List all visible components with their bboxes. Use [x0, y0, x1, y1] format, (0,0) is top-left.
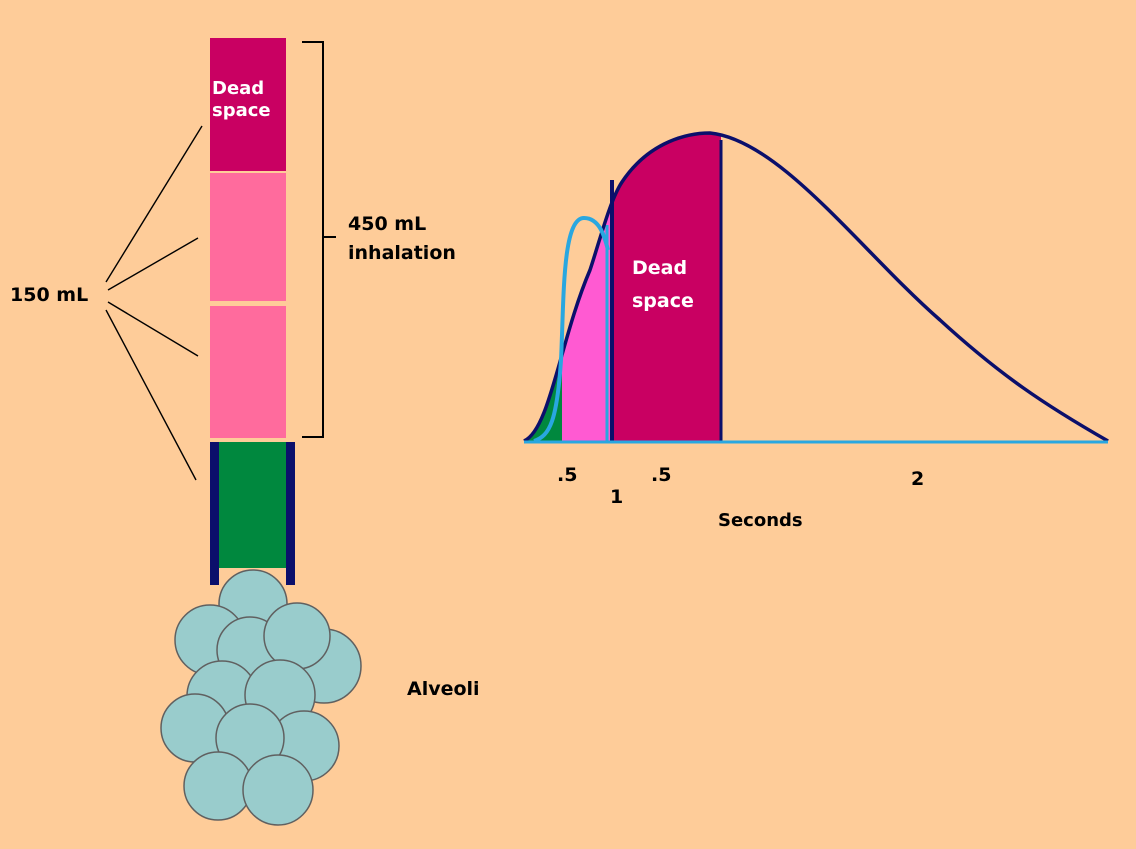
- alveolus: [263, 602, 331, 670]
- tube-wall-right: [286, 442, 295, 585]
- fresh-air-block: [216, 442, 288, 568]
- chart-dead-space-line1: Dead: [632, 257, 688, 279]
- inhalation-volume-line2: inhalation: [348, 242, 456, 264]
- alveoli-label: Alveoli: [407, 678, 480, 700]
- chart-dead-space-label: Dead space: [632, 252, 694, 318]
- inhalation-bracket: [302, 41, 336, 438]
- column-dead-space-line2: space: [212, 100, 271, 121]
- alveoli-cluster: [160, 569, 362, 826]
- column-dead-space-label: Dead space: [212, 78, 271, 122]
- dead-space-region: [612, 133, 721, 441]
- air-block-upper: [210, 173, 286, 301]
- alveolus: [183, 751, 253, 821]
- tick-label-half-1: .5: [557, 464, 578, 486]
- pointer-line-fresh-air: [105, 309, 197, 481]
- inhalation-volume-label: 450 mL inhalation: [348, 210, 456, 268]
- flow-curve: [523, 131, 1109, 443]
- volume-pointer-lines: [105, 125, 203, 481]
- axis-label-seconds: Seconds: [718, 510, 803, 531]
- tick-label-two: 2: [911, 468, 925, 490]
- column-dead-space-line1: Dead: [212, 78, 265, 99]
- chart-dead-space-line2: space: [632, 290, 694, 312]
- inhaled-volume-loop: [533, 215, 610, 443]
- pointer-line-air-upper: [107, 237, 199, 291]
- pointer-line-dead-space: [105, 125, 203, 283]
- pointer-line-air-lower: [107, 301, 199, 357]
- airway-column: [210, 38, 295, 585]
- tube-wall-left: [210, 442, 219, 585]
- tick-label-half-2: .5: [651, 464, 672, 486]
- air-block-lower: [210, 306, 286, 438]
- inhalation-volume-line1: 450 mL: [348, 213, 427, 235]
- portion-volume-label: 150 mL: [10, 284, 89, 306]
- dead-space-block: [210, 38, 286, 171]
- tick-label-one: 1: [610, 486, 624, 508]
- alveolus: [242, 754, 314, 826]
